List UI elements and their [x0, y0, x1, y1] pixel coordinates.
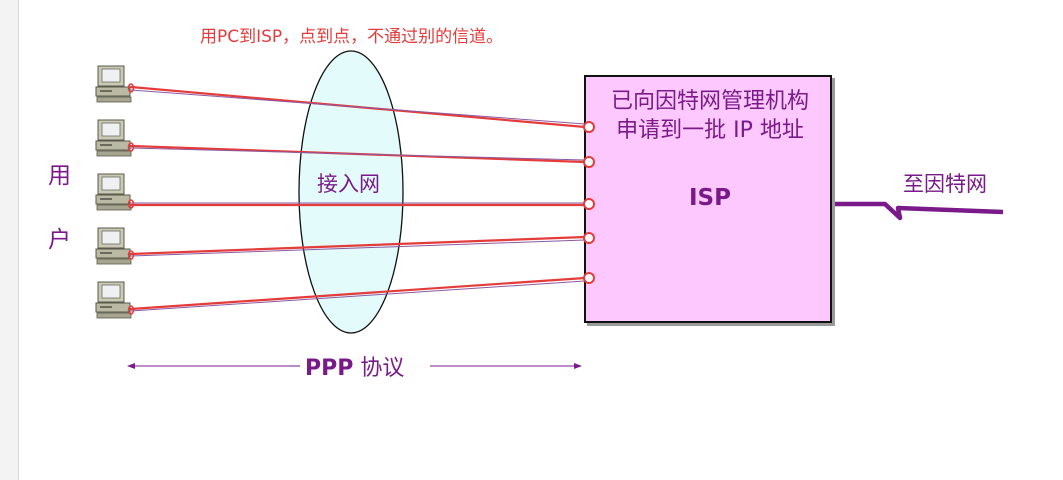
port-circle-icon — [127, 142, 135, 152]
protocol-name: PPP — [305, 356, 354, 381]
protocol-suffix: 协议 — [360, 356, 405, 381]
port-circle-icon — [127, 250, 135, 260]
users-label-line-2: 户 — [48, 227, 71, 253]
connection-line — [130, 239, 586, 257]
connection-line — [130, 89, 586, 125]
slide-canvas — [18, 0, 1063, 480]
connection-line — [130, 147, 586, 161]
internet-label: 至因特网 — [903, 172, 987, 196]
isp-box: 已向因特网管理机构 申请到一批 IP 地址 ISP — [584, 75, 832, 323]
port-circle-icon — [127, 83, 135, 93]
internet-link — [833, 201, 1004, 221]
access-network-ellipse — [298, 50, 404, 334]
computer-icon — [95, 65, 132, 103]
users-label-line-1: 用 — [48, 163, 71, 189]
computer-icon — [95, 173, 132, 211]
connection-lines — [129, 85, 587, 312]
ppp-span-arrow — [127, 363, 582, 369]
computer-icon — [95, 119, 132, 157]
ppp-protocol-label: PPP 协议 — [305, 350, 404, 382]
isp-description-line: 已向因特网管理机构 — [610, 89, 809, 114]
connection-line — [129, 276, 587, 311]
isp-description: 已向因特网管理机构 申请到一批 IP 地址 — [586, 87, 834, 145]
caption-text: 用PC到ISP，点到点，不通过别的信道。 — [200, 27, 504, 47]
isp-description-line: 申请到一批 IP 地址 — [616, 118, 804, 143]
computer-icon — [95, 281, 132, 319]
connection-line — [130, 280, 586, 312]
port-circle-icon — [127, 305, 135, 315]
access-network-label: 接入网 — [317, 172, 380, 196]
connection-line — [129, 235, 587, 256]
port-circle-icon — [127, 199, 135, 209]
computer-icon — [95, 227, 132, 265]
isp-name: ISP — [689, 185, 731, 211]
